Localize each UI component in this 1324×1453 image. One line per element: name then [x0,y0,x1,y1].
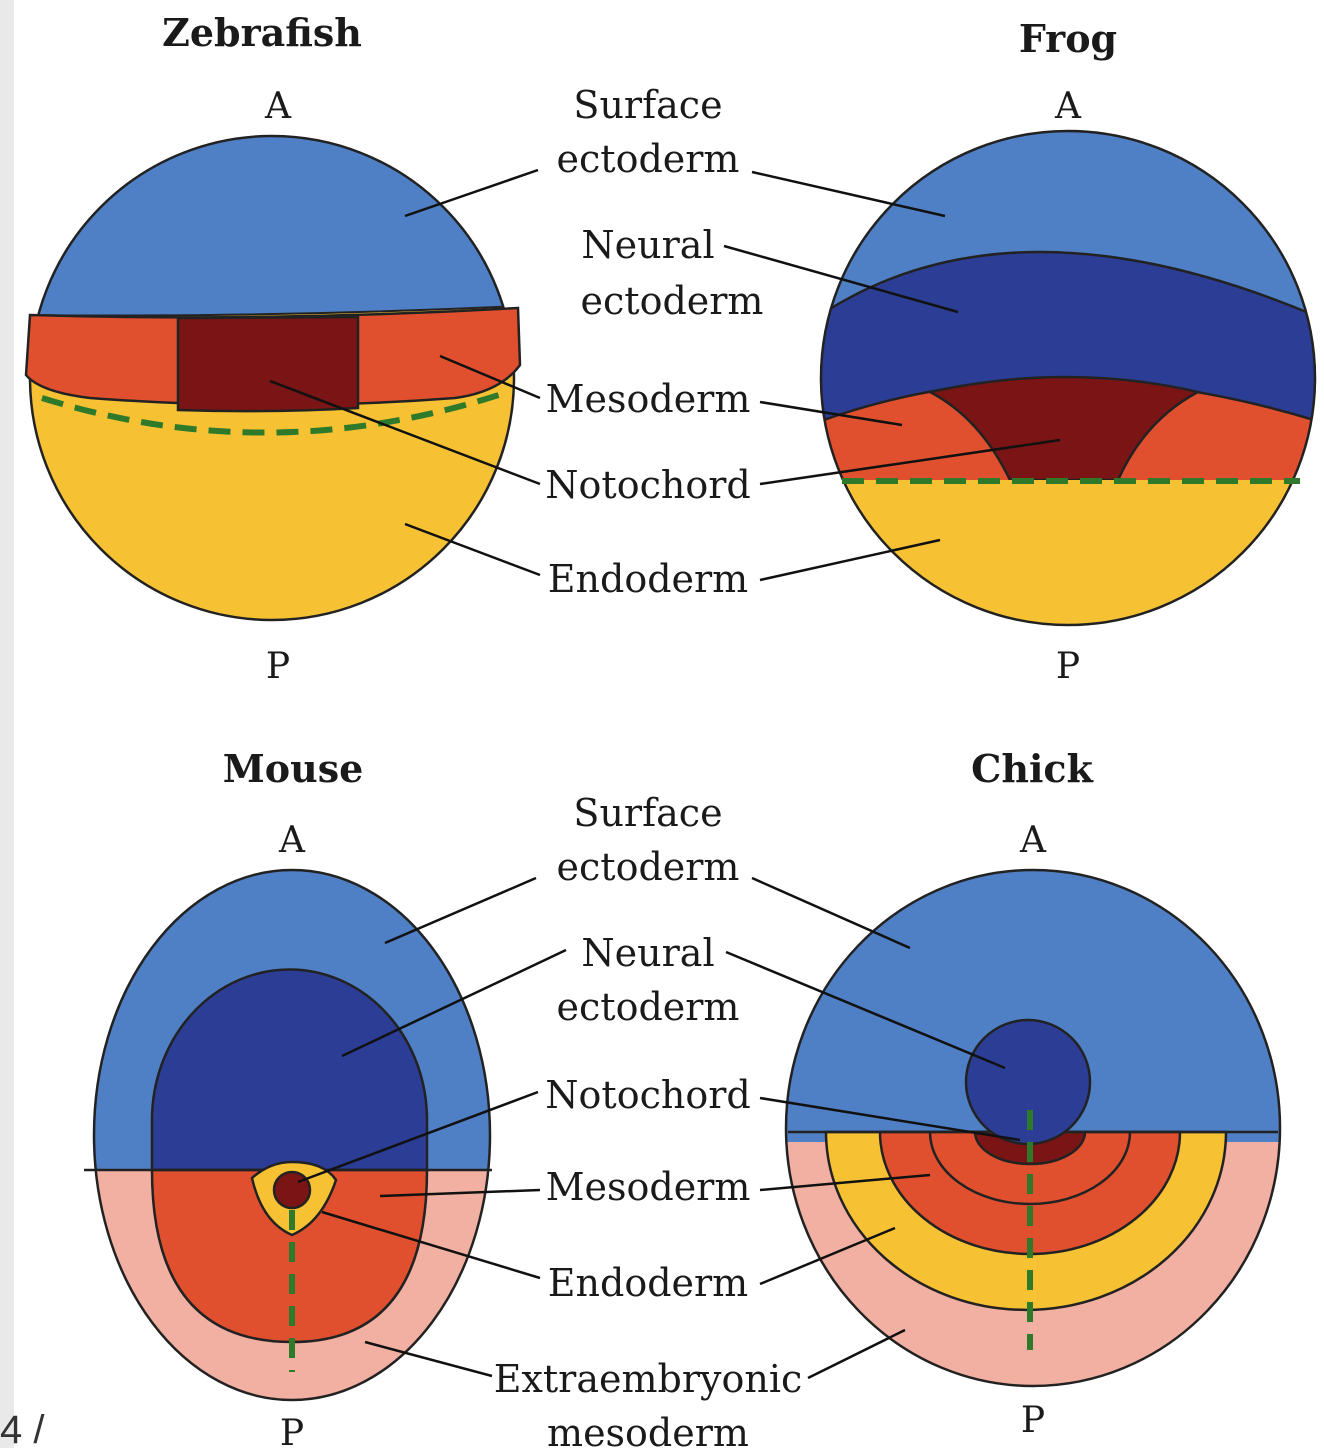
bottom-endoderm-label: Endoderm [548,1261,748,1305]
corner-page-mark: 4 / [0,1408,44,1453]
chick-title: Chick [971,746,1093,791]
chick-panel: Chick A P [780,746,1290,1441]
top-labels: Surface ectoderm Neural ectoderm Mesoder… [545,83,763,601]
top-mesoderm-label: Mesoderm [546,377,751,421]
frog-panel: Frog A P [810,16,1324,687]
bottom-surface-label-line2: ectoderm [557,845,740,889]
mouse-panel: Mouse A P [80,746,510,1448]
top-endoderm-label: Endoderm [548,557,748,601]
zebrafish-surface-ectoderm [20,100,540,316]
bottom-surface-label-line1: Surface [573,791,722,835]
frog-endoderm [810,480,1324,640]
bottom-notochord-label: Notochord [545,1073,750,1117]
bottom-extraembryonic-label-line1: Extraembryonic [494,1357,803,1401]
chick-anterior-label: A [1019,820,1047,861]
mouse-posterior-label: P [280,1413,304,1448]
zebrafish-panel: Zebrafish A P [20,10,540,687]
frog-title: Frog [1019,16,1117,61]
frog-anterior-label: A [1054,86,1082,127]
bottom-mesoderm-label: Mesoderm [546,1165,751,1209]
chick-posterior-label: P [1021,1400,1045,1441]
top-neural-label-line1: Neural [581,223,714,267]
zebrafish-posterior-label: P [266,646,290,687]
top-neural-label-line2: ectoderm [581,279,764,323]
bottom-extraembryonic-label-line2: mesoderm [547,1411,749,1448]
frog-posterior-label: P [1056,646,1080,687]
zebrafish-anterior-label: A [264,86,292,127]
mouse-title: Mouse [223,746,364,791]
zebrafish-notochord [178,317,358,411]
zebrafish-title: Zebrafish [162,10,362,55]
top-surface-label-line2: ectoderm [557,137,740,181]
top-notochord-label: Notochord [545,463,750,507]
mouse-notochord [274,1172,310,1208]
top-surface-label-line1: Surface [573,83,722,127]
bottom-neural-label-line1: Neural [581,931,714,975]
mouse-anterior-label: A [278,820,306,861]
bottom-labels: Surface ectoderm Neural ectoderm Notocho… [494,791,803,1448]
bottom-neural-label-line2: ectoderm [557,985,740,1029]
